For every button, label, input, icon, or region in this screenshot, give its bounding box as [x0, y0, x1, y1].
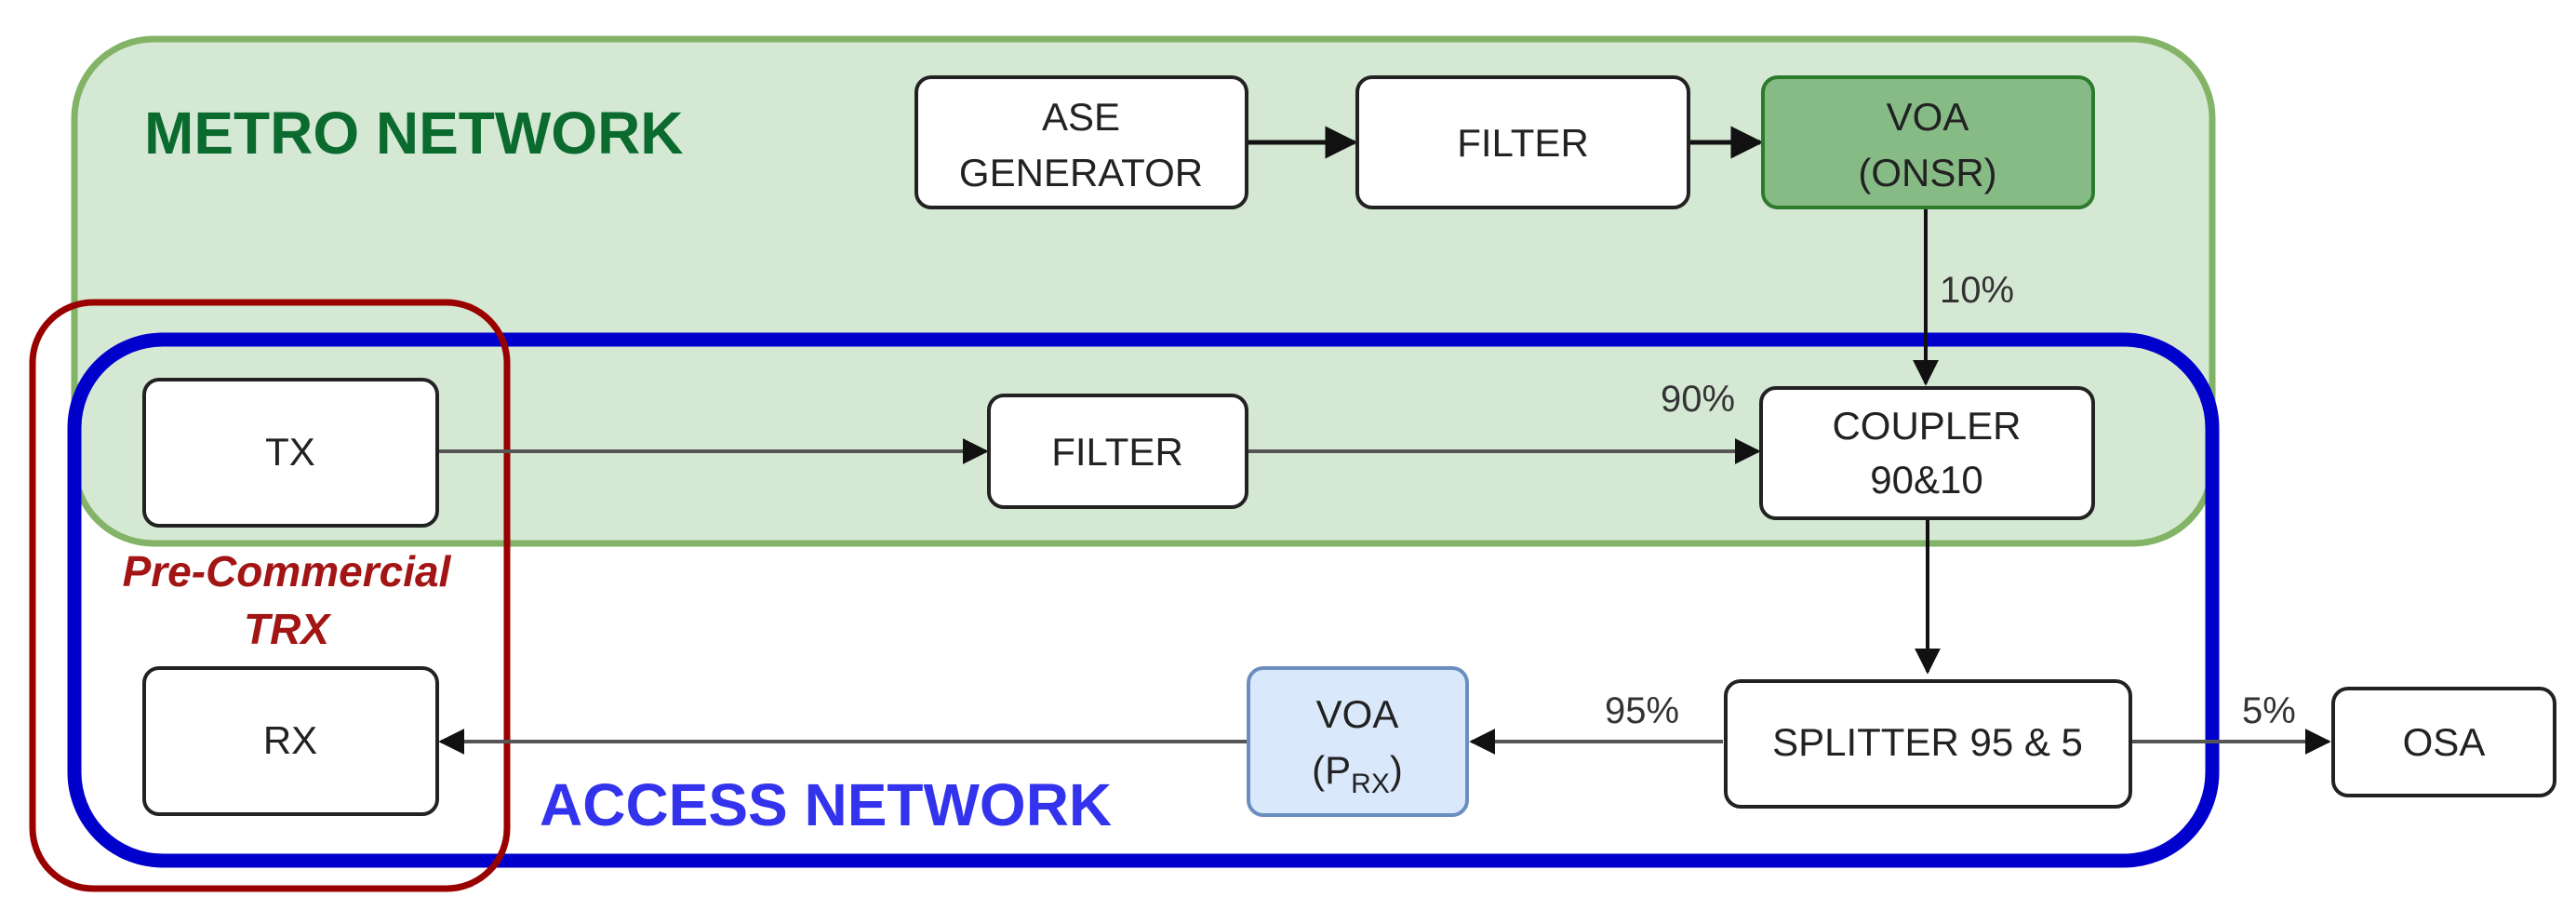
- pct-voa-to-coupler: 10%: [1940, 270, 2014, 311]
- tx-block: TX: [142, 378, 439, 528]
- access-network-region: [67, 332, 2220, 868]
- osa-label: OSA: [2403, 720, 2486, 764]
- access-network-title: ACCESS NETWORK: [540, 771, 1112, 838]
- coupler-block: COUPLER 90&10: [1759, 386, 2095, 520]
- pct-filter-to-coupler: 90%: [1661, 379, 1735, 420]
- tx-label: TX: [265, 430, 315, 474]
- voa-prx-line1: VOA: [1316, 692, 1399, 736]
- rx-block: RX: [142, 666, 439, 816]
- pct-splitter-to-voa: 95%: [1605, 690, 1679, 731]
- voa-prx-line2: (PRX): [1312, 748, 1403, 799]
- trx-label-line1: Pre-Commercial: [123, 547, 452, 596]
- pct-splitter-to-osa: 5%: [2242, 690, 2296, 731]
- voa-onsr-line1: VOA: [1887, 95, 1969, 139]
- voa-onsr-block: VOA (ONSR): [1761, 75, 2095, 209]
- metro-filter-block: FILTER: [1355, 75, 1690, 209]
- ase-generator-line2: GENERATOR: [959, 151, 1203, 194]
- pre-commercial-trx-region: [29, 299, 511, 892]
- ase-generator-line1: ASE: [1042, 95, 1120, 139]
- rx-label: RX: [263, 718, 317, 762]
- voa-prx-block: VOA (PRX): [1247, 666, 1469, 817]
- voa-onsr-line2: (ONSR): [1858, 151, 1996, 194]
- trx-label-line2: TRX: [244, 605, 331, 653]
- ase-generator-block: ASE GENERATOR: [914, 75, 1248, 209]
- coupler-line2: 90&10: [1870, 458, 1982, 502]
- access-filter-block: FILTER: [987, 394, 1248, 509]
- metro-network-title: METRO NETWORK: [144, 100, 684, 167]
- splitter-block: SPLITTER 95 & 5: [1724, 679, 2132, 809]
- osa-block: OSA: [2331, 687, 2556, 797]
- coupler-line1: COUPLER: [1832, 404, 2021, 448]
- access-filter-label: FILTER: [1051, 430, 1183, 474]
- metro-filter-label: FILTER: [1457, 121, 1589, 165]
- splitter-label: SPLITTER 95 & 5: [1772, 720, 2083, 764]
